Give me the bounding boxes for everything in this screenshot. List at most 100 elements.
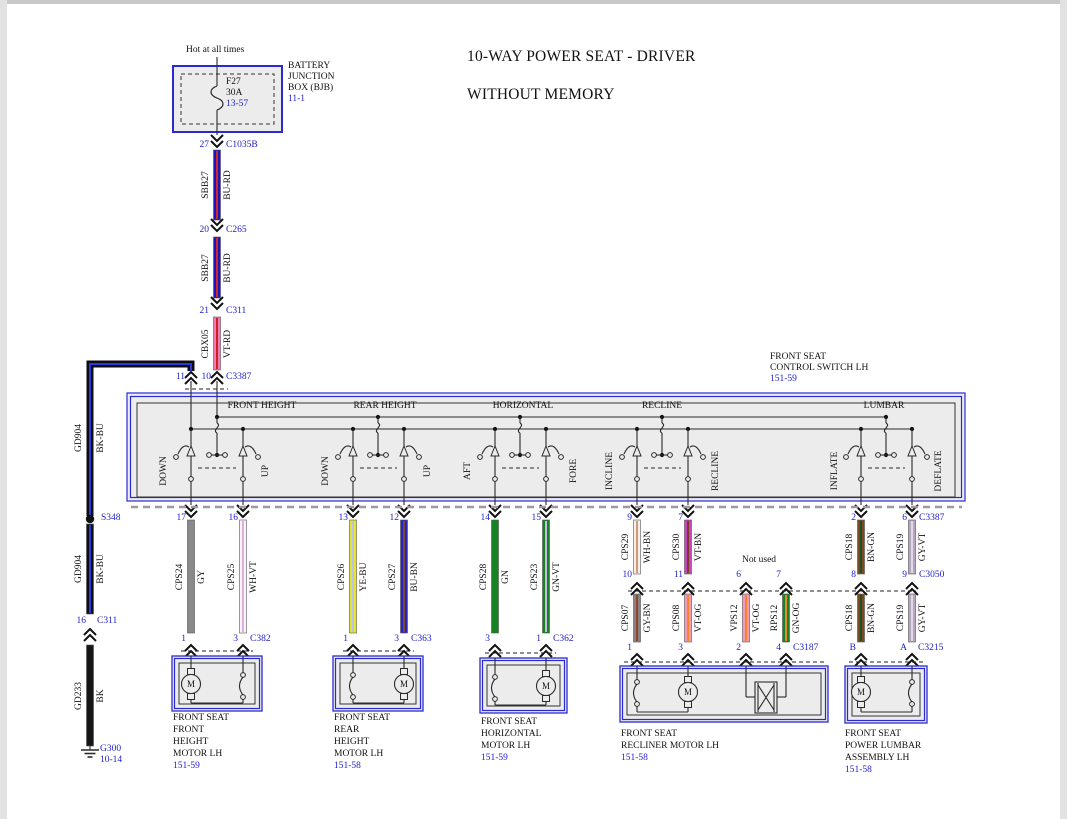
wire-SBB27: [213, 149, 221, 221]
connector-arrow: [681, 581, 695, 596]
connector-arrow: [905, 652, 919, 667]
contact-circle: [558, 454, 564, 460]
wire-color-label: VT-OG: [693, 603, 704, 633]
path: [630, 652, 644, 661]
contact-circle: [651, 452, 657, 458]
label-sec3: HORIZONTAL: [492, 401, 554, 411]
label-p13: 13: [338, 513, 349, 523]
path: [630, 510, 644, 519]
label-bjb2: JUNCTION: [288, 72, 335, 82]
wire-CPS18: [857, 519, 865, 575]
contact-circle: [206, 452, 212, 458]
wire-color-label: BU-RD: [222, 252, 233, 283]
label-p10: 10: [622, 570, 633, 580]
wire-color-label: BU-BN: [409, 561, 420, 592]
connector-arrow: [397, 643, 411, 658]
label-mRear: REAR: [334, 725, 360, 735]
path: [210, 376, 224, 385]
bjb-outline: [172, 65, 283, 133]
wire-CPS19: [908, 519, 916, 575]
path: [905, 587, 919, 596]
motor-brush: [542, 670, 550, 677]
label-sec1: FRONT HEIGHT: [227, 401, 297, 411]
switch-arc: [405, 445, 418, 455]
label-n1: 1: [181, 634, 186, 644]
label-p27: 27: [199, 140, 210, 150]
label-swName: CONTROL SWITCH LH: [770, 363, 869, 373]
switch-section: [843, 414, 930, 505]
wires: [86, 149, 916, 747]
contact-arc: [348, 676, 354, 696]
wire-hop: [659, 422, 665, 434]
path: [681, 652, 695, 661]
wire-color-label: WH-VT: [248, 560, 259, 593]
connector-arrow: [539, 643, 553, 658]
path: [905, 581, 919, 590]
label-p2: 2: [736, 643, 741, 653]
contact-circle: [416, 454, 422, 460]
wire-CPS19: [908, 593, 916, 643]
label-mReclinerLH: RECLINER MOTOR LH: [621, 741, 719, 751]
label-p7: 7: [678, 513, 683, 523]
contact-circle: [509, 452, 515, 458]
path: [854, 652, 868, 661]
front-seat-control-switch: [126, 381, 966, 505]
horizontal-motor: M: [479, 657, 568, 714]
connector-arrow: [210, 218, 224, 233]
wire-SBB27: [213, 236, 221, 299]
contact-circle: [700, 454, 706, 460]
label-g300: G300: [100, 744, 122, 754]
wire-circuit-label: CPS27: [387, 563, 398, 590]
path: [210, 296, 224, 305]
connector-arrow: [236, 643, 250, 658]
label-p7: 7: [776, 570, 781, 580]
front-height-motor-outline2: [173, 657, 261, 710]
path: [905, 658, 919, 667]
wire-RPS12: [782, 593, 790, 643]
motor-brush: [400, 668, 408, 675]
wire-run: [491, 519, 499, 634]
contact-circle: [525, 452, 531, 458]
label-notUsed: Not used: [742, 555, 777, 565]
path: [739, 587, 753, 596]
label-p2: 2: [851, 513, 856, 523]
label-n4: 4: [776, 643, 781, 653]
path: [739, 581, 753, 590]
wire-color-label: GN: [500, 569, 511, 584]
label-c3387: C3387: [226, 372, 252, 382]
switch-arc: [177, 445, 190, 455]
wire-GD904: [86, 523, 94, 615]
wire-color-label: VT-RD: [222, 329, 233, 358]
wire-color-label: BK-BU: [95, 554, 106, 584]
label-frontseat: FRONT SEAT: [845, 729, 902, 739]
wire-stripe: [911, 521, 913, 573]
contact-circle: [619, 454, 625, 460]
label-p6: 6: [736, 570, 741, 580]
wire-stripe: [745, 595, 747, 641]
label-p16: 16: [228, 513, 239, 523]
wire-color-label: BN-GN: [866, 531, 877, 563]
contact-circle: [335, 454, 341, 460]
wire-circuit-label: CPS25: [226, 563, 237, 590]
wire-color-label: BK: [95, 688, 106, 703]
path: [184, 510, 198, 519]
motor-brush: [684, 701, 692, 708]
label-p12: 12: [389, 513, 400, 523]
label-sec2: REAR HEIGHT: [353, 401, 417, 411]
connector-arrow: [779, 652, 793, 667]
label-title1: 10-WAY POWER SEAT - DRIVER: [467, 48, 696, 65]
label-p11: 11: [673, 570, 683, 580]
wire-GD233: [86, 644, 94, 747]
connector-arrow: [905, 581, 919, 596]
label-aft: AFT: [462, 462, 473, 480]
label-nB: B: [849, 643, 856, 653]
path: [236, 649, 250, 658]
wire-color-label: GY-VT: [917, 532, 928, 562]
path: [210, 370, 224, 379]
label-bjb1: BATTERY: [288, 61, 331, 71]
label-p16: 16: [76, 616, 87, 626]
label-up: UP: [422, 464, 433, 478]
wire-stripe: [216, 318, 218, 369]
wire-color-label: GN-OG: [791, 602, 802, 634]
line: [757, 684, 775, 711]
